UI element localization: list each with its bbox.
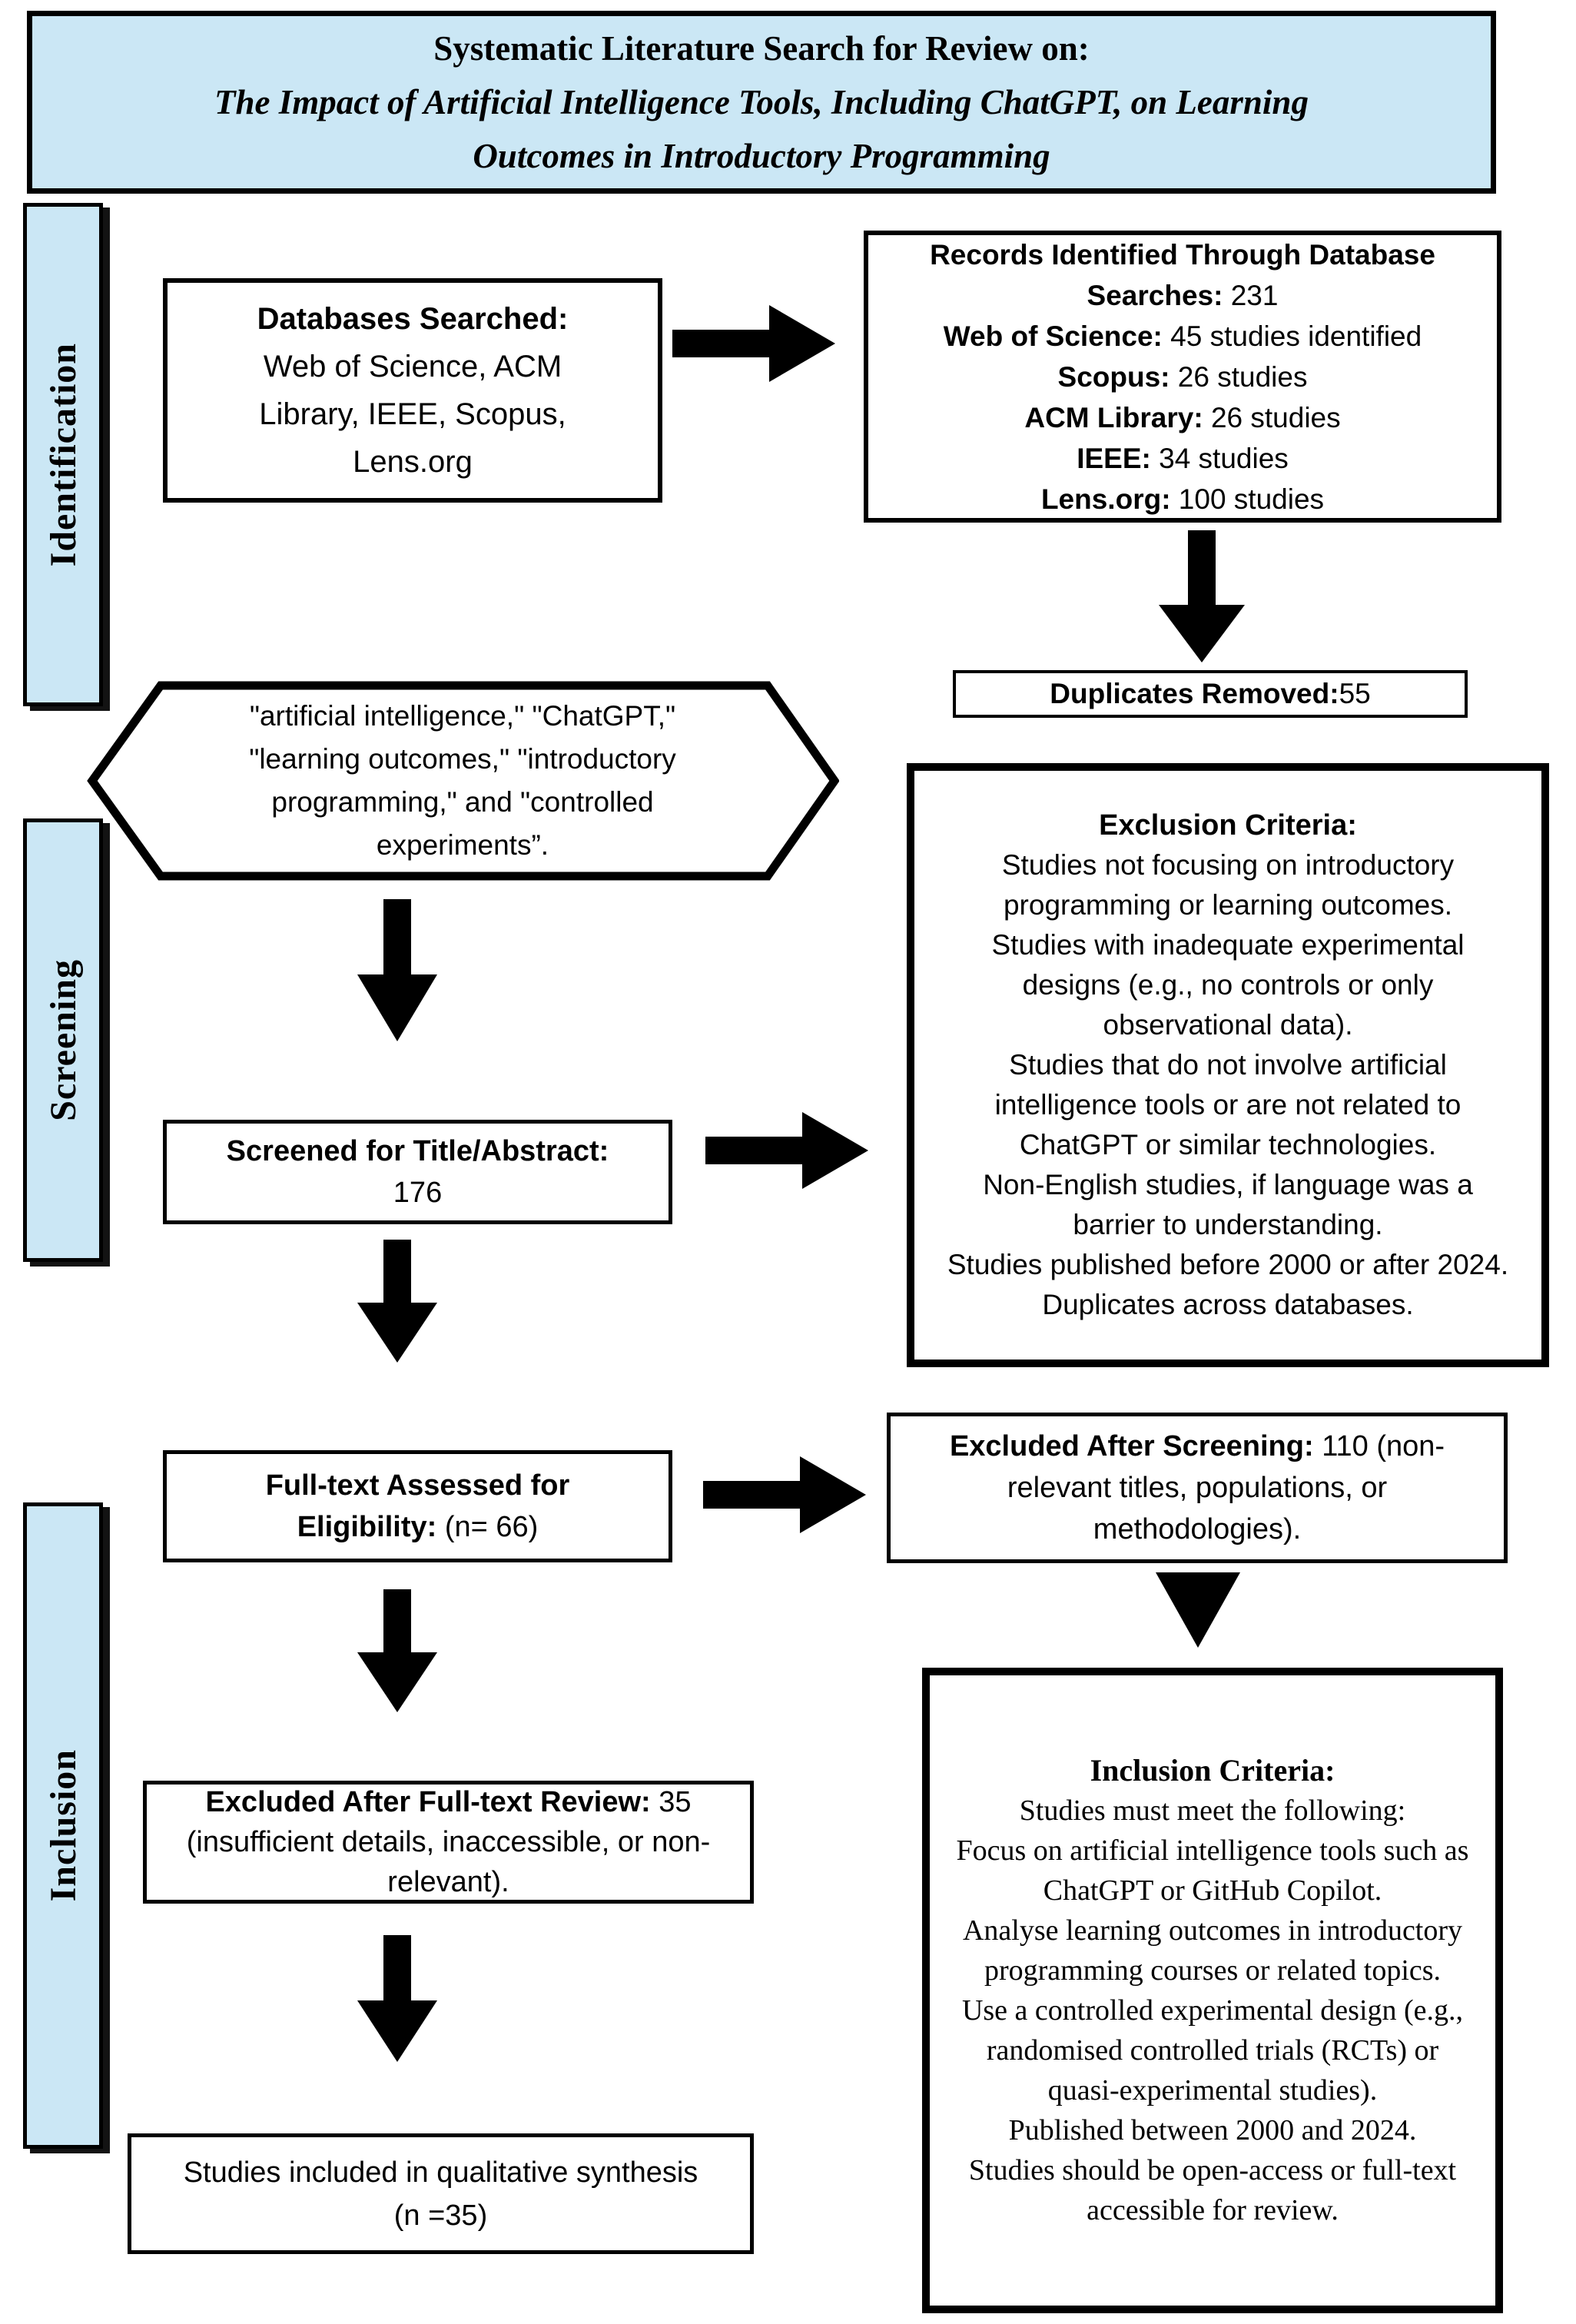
sidebar-identification: Identification xyxy=(23,203,103,706)
record-item: ACM Library: 26 studies xyxy=(1024,401,1341,433)
sidebar-screening-label: Screening xyxy=(42,959,84,1121)
excluded-after-screening-box: Excluded After Screening: 110 (non-relev… xyxy=(887,1413,1508,1563)
arrow-right-databases-to-records-icon xyxy=(672,304,835,383)
sidebar-inclusion: Inclusion xyxy=(23,1502,103,2149)
excluded-fulltext-label: Excluded After Full-text Review: xyxy=(205,1786,651,1818)
excluded-screening-value: 110 (non-relevant titles, populations, o… xyxy=(1007,1430,1445,1545)
inclusion-criteria-box: Inclusion Criteria: Studies must meet th… xyxy=(922,1668,1503,2313)
fulltext-assessed-box: Full-text Assessed for Eligibility: (n= … xyxy=(163,1450,672,1562)
arrow-right-fulltext-to-excluded-icon xyxy=(703,1455,866,1535)
exclusion-criteria-box: Exclusion Criteria: Studies not focusing… xyxy=(907,763,1549,1367)
exclusion-heading: Exclusion Criteria: xyxy=(1099,809,1357,842)
arrow-down-terms-to-screened-icon xyxy=(355,899,440,1041)
exclusion-item: Studies published before 2000 or after 2… xyxy=(947,1249,1509,1280)
excluded-after-fulltext-box: Excluded After Full-text Review: 35 (ins… xyxy=(143,1781,754,1904)
exclusion-item: Duplicates across databases. xyxy=(1042,1289,1414,1320)
included-line2: (n =35) xyxy=(393,2199,488,2232)
arrow-down-fulltext-to-exclfulltext-icon xyxy=(355,1589,440,1712)
databases-searched-box: Databases Searched: Web of Science, ACM … xyxy=(163,278,662,503)
inclusion-item: Published between 2000 and 2024. xyxy=(1008,2114,1417,2146)
record-item: IEEE: 34 studies xyxy=(1077,442,1289,474)
included-line1: Studies included in qualitative synthesi… xyxy=(183,2156,698,2189)
studies-included-box: Studies included in qualitative synthesi… xyxy=(128,2133,754,2254)
records-title: Records Identified Through Database Sear… xyxy=(930,238,1435,311)
inclusion-item: Studies should be open-access or full-te… xyxy=(968,2154,1457,2226)
fulltext-value: (n= 66) xyxy=(436,1511,539,1543)
duplicates-label: Duplicates Removed: xyxy=(1050,678,1339,709)
inclusion-heading: Inclusion Criteria: xyxy=(1090,1753,1335,1788)
duplicates-value: 55 xyxy=(1339,678,1371,709)
record-item: Web of Science: 45 studies identified xyxy=(943,320,1422,352)
records-identified-box: Records Identified Through Database Sear… xyxy=(864,231,1501,523)
inclusion-item: Studies must meet the following: xyxy=(1019,1794,1406,1827)
inclusion-item: Use a controlled experimental design (e.… xyxy=(961,1994,1464,2107)
arrow-down-triangle-to-inclusion-icon xyxy=(1156,1572,1240,1648)
record-item: Lens.org: 100 studies xyxy=(1040,483,1325,515)
screened-title-abstract-box: Screened for Title/Abstract: 176 xyxy=(163,1120,672,1224)
databases-list: Web of Science, ACM Library, IEEE, Scopu… xyxy=(259,350,566,479)
record-item: Scopus: 26 studies xyxy=(1057,360,1308,393)
title-line-2: The Impact of Artificial Intelligence To… xyxy=(214,83,1309,121)
databases-heading: Databases Searched: xyxy=(257,302,569,336)
hexagon-shape-icon xyxy=(87,681,839,881)
excluded-screening-label: Excluded After Screening: xyxy=(949,1430,1314,1462)
sidebar-inclusion-label: Inclusion xyxy=(42,1749,84,1902)
sidebar-identification-label: Identification xyxy=(42,342,84,567)
search-terms-hexagon: "artificial intelligence," "ChatGPT," "l… xyxy=(86,678,839,884)
sidebar-screening: Screening xyxy=(23,818,103,1262)
exclusion-item: Non-English studies, if language was a b… xyxy=(983,1169,1473,1240)
arrow-down-screened-to-fulltext-icon xyxy=(355,1240,440,1363)
fulltext-label-line2: Eligibility: xyxy=(297,1511,437,1543)
screened-value: 176 xyxy=(393,1177,443,1209)
title-line-1: Systematic Literature Search for Review … xyxy=(433,29,1090,68)
arrow-right-screened-to-exclusion-icon xyxy=(705,1111,868,1190)
title-box: Systematic Literature Search for Review … xyxy=(27,11,1496,194)
excluded-fulltext-value: 35 (insufficient details, inaccessible, … xyxy=(186,1786,711,1898)
title-line-3: Outcomes in Introductory Programming xyxy=(473,137,1050,175)
inclusion-item: Analyse learning outcomes in introductor… xyxy=(962,1914,1463,1987)
inclusion-item: Focus on artificial intelligence tools s… xyxy=(956,1834,1469,1907)
duplicates-removed-box: Duplicates Removed: 55 xyxy=(953,670,1468,718)
arrow-down-to-included-icon xyxy=(355,1935,440,2062)
search-terms-text: "artificial intelligence," "ChatGPT," "l… xyxy=(249,700,676,861)
exclusion-item: Studies with inadequate experimental des… xyxy=(991,929,1465,1041)
arrow-down-records-to-duplicates-icon xyxy=(1159,530,1245,662)
exclusion-item: Studies not focusing on introductory pro… xyxy=(1001,849,1455,921)
screened-label: Screened for Title/Abstract: xyxy=(226,1135,609,1167)
exclusion-item: Studies that do not involve artificial i… xyxy=(994,1049,1462,1160)
fulltext-label-line1: Full-text Assessed for xyxy=(265,1469,570,1502)
